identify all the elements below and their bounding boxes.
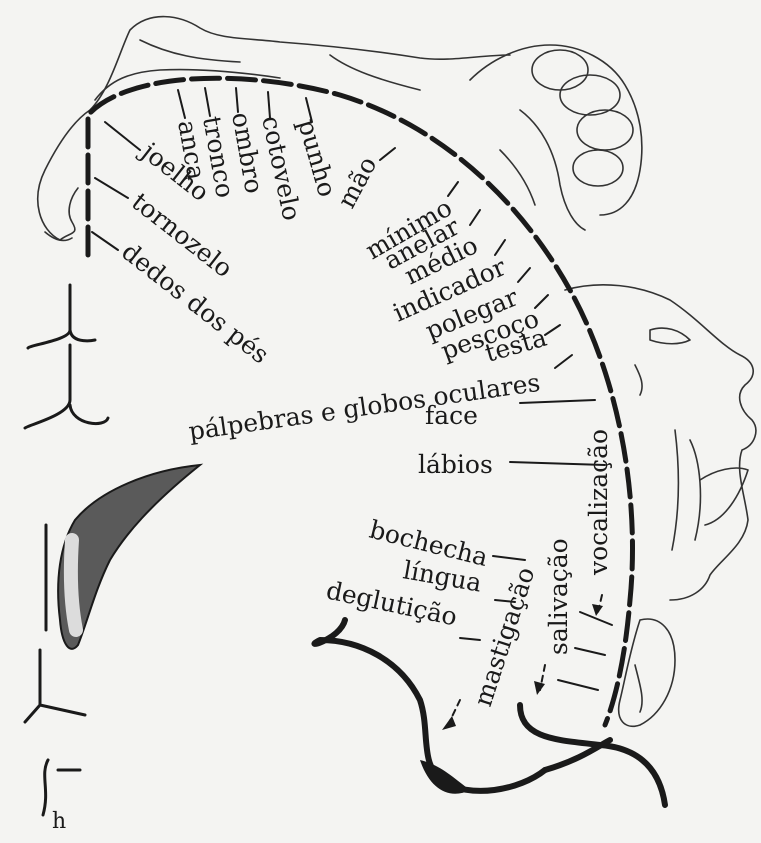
label-face: face <box>425 401 478 430</box>
label-vocalizacao: vocalização <box>584 429 613 576</box>
label-labios: lábios <box>418 450 493 479</box>
corner-mark: h <box>52 809 66 834</box>
hand-sketch <box>470 45 642 230</box>
label-salivacao: salivação <box>544 538 573 655</box>
shaded-sketch <box>58 465 200 649</box>
label-palpebras: pálpebras e globos oculares <box>187 368 542 446</box>
